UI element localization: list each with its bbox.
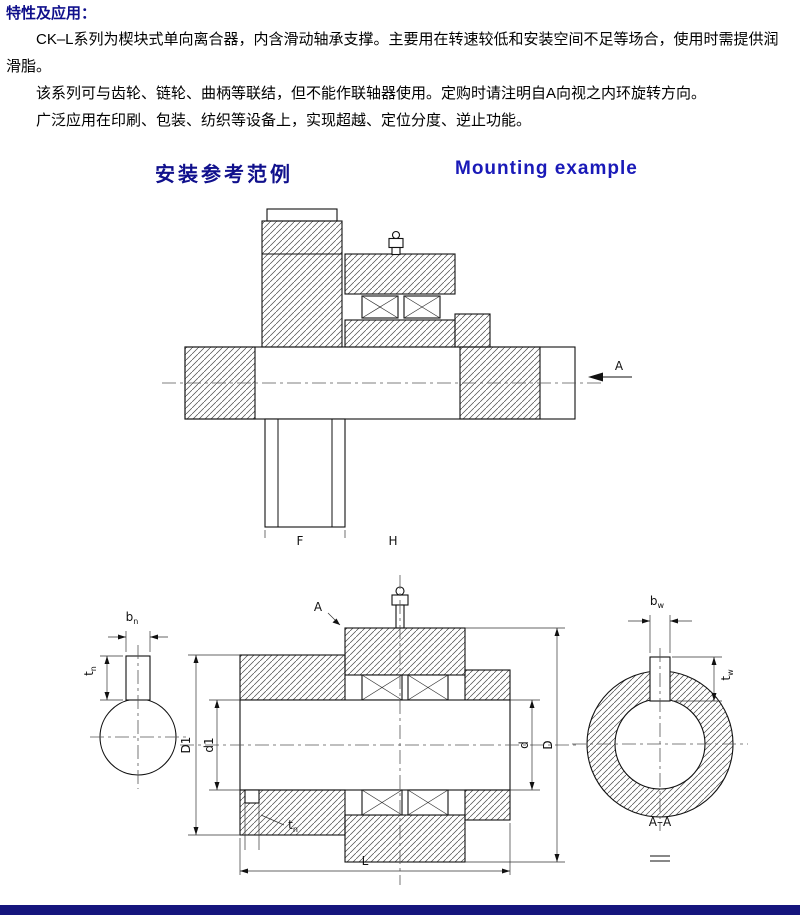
dim-D: D bbox=[465, 627, 565, 863]
dim-tw: tw bbox=[672, 656, 735, 702]
dim-bw: bw bbox=[628, 594, 692, 653]
label-section-aa: A–A bbox=[649, 815, 672, 829]
label-D: D bbox=[541, 740, 555, 749]
label-keyway: tn bbox=[288, 818, 298, 834]
label-D1: D1 bbox=[179, 737, 193, 754]
dim-d: d bbox=[510, 699, 540, 791]
intro-paragraph-3: 广泛应用在印刷、包装、纺织等设备上，实现超越、定位分度、逆止功能。 bbox=[36, 112, 532, 129]
mounting-example-drawing: F H A bbox=[162, 208, 632, 548]
label-f: F bbox=[297, 534, 304, 548]
intro-heading: 特性及应用： bbox=[6, 5, 97, 22]
label-L: L bbox=[362, 854, 369, 868]
intro-paragraph-1: CK–L系列为楔块式单向离合器，内含滑动轴承支撑。主要用在转速较低和安装空间不足… bbox=[6, 31, 779, 75]
bearing-row-bottom bbox=[361, 789, 449, 816]
equals-mark bbox=[650, 855, 670, 862]
grease-nipple bbox=[388, 230, 404, 256]
clutch-section-view: tn A bbox=[180, 575, 580, 885]
label-bn: bn bbox=[126, 610, 139, 626]
label-cut-a: A bbox=[314, 600, 323, 614]
label-d: d bbox=[517, 741, 531, 749]
footer-bar bbox=[0, 905, 800, 915]
label-d1: d1 bbox=[202, 737, 216, 752]
clutch-housing-section bbox=[344, 253, 491, 348]
section-title-en: Mounting example bbox=[455, 158, 638, 179]
outer-ring-end-view: bw tw A–A bbox=[572, 594, 748, 862]
bearing-row-top bbox=[361, 674, 449, 701]
dim-D1: D1 bbox=[179, 654, 240, 836]
label-tn: tn bbox=[82, 666, 98, 676]
shaft-end-view: bn tn bbox=[82, 610, 186, 789]
gear-hub-front-view bbox=[264, 418, 346, 538]
section-title-zh: 安装参考范例 bbox=[155, 164, 293, 186]
seal-block bbox=[454, 313, 491, 348]
section-cut-marker: A bbox=[314, 600, 341, 626]
dim-tn: tn bbox=[82, 655, 123, 701]
gear-section bbox=[261, 208, 343, 348]
keyway-detail: tn bbox=[244, 789, 298, 850]
intro-block: 特性及应用： CK–L系列为楔块式单向离合器，内含滑动轴承支撑。主要用在转速较低… bbox=[0, 0, 800, 134]
label-bw: bw bbox=[650, 594, 665, 610]
label-h: H bbox=[388, 534, 397, 548]
dim-d1: d1 bbox=[202, 699, 240, 791]
view-direction-arrow: A bbox=[588, 359, 632, 382]
dimension-drawing: bn tn bbox=[82, 575, 748, 885]
bearing-elements bbox=[361, 295, 441, 319]
section-title-row: 安装参考范例 Mounting example bbox=[0, 158, 800, 190]
view-arrow-label: A bbox=[615, 359, 624, 373]
intro-paragraph-2: 该系列可与齿轮、链轮、曲柄等联结，但不能作联轴器使用。定购时请注明自A向视之内环… bbox=[36, 85, 707, 102]
dim-L: L bbox=[239, 823, 511, 875]
dim-bn: bn bbox=[108, 610, 168, 652]
label-tw: tw bbox=[719, 669, 735, 681]
